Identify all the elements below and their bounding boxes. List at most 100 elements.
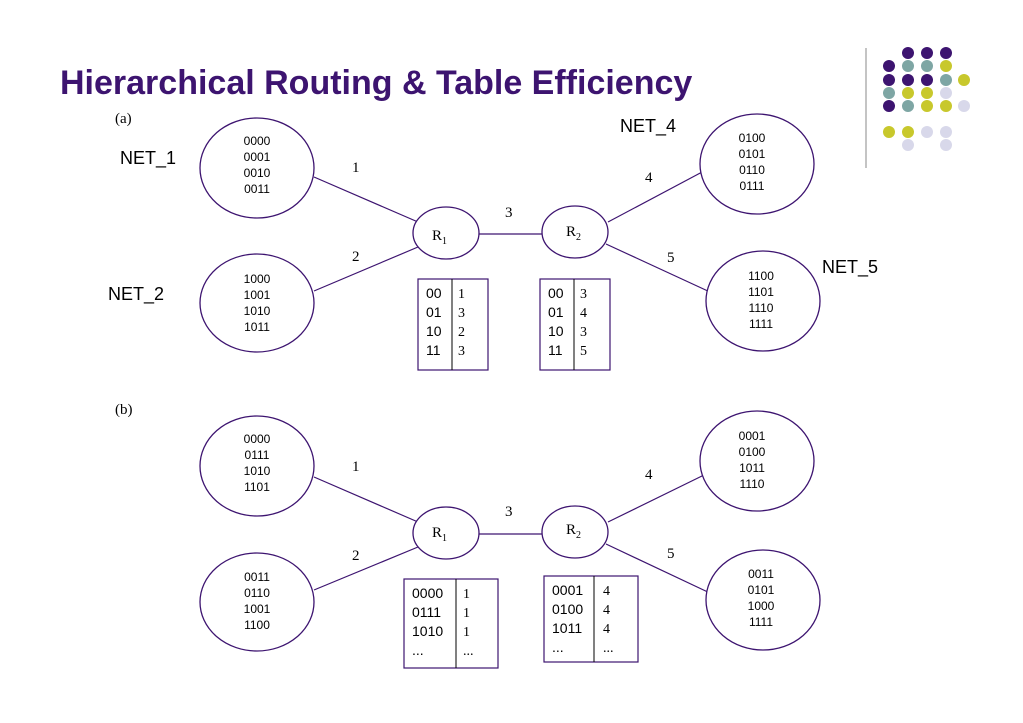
decorative-dot xyxy=(902,60,914,72)
table-dest: 01 xyxy=(548,304,564,320)
panel-a-net5-node xyxy=(705,250,821,352)
panel-b-link-3-label: 3 xyxy=(505,504,513,520)
address: 1100 xyxy=(748,269,774,283)
table-dest: 00 xyxy=(548,285,564,301)
table-dest: 0100 xyxy=(552,601,583,617)
address: 0100 xyxy=(739,131,766,145)
panel-b-routing-table-r2: 0001 4 0100 4 1011 4 ... ... xyxy=(543,575,639,663)
panel-a-router-1 xyxy=(412,206,480,260)
panel-b-link-4 xyxy=(607,474,705,523)
decorative-dot xyxy=(940,126,952,138)
panel-a-net1-node xyxy=(199,117,315,219)
panel-b-link-4-label: 4 xyxy=(645,467,653,483)
decorative-dot xyxy=(902,126,914,138)
decorative-dot xyxy=(902,47,914,59)
address: 1010 xyxy=(244,464,271,478)
decorative-dot xyxy=(883,74,895,86)
table-dest: 0001 xyxy=(552,582,583,598)
decorative-dot xyxy=(940,100,952,112)
table-dest: ... xyxy=(552,639,564,655)
table-port: 2 xyxy=(458,325,465,340)
panel-b-net4-node xyxy=(699,410,815,512)
table-port: 1 xyxy=(458,287,465,302)
panel-b-link-5-label: 5 xyxy=(667,546,675,562)
panel-b-router-1 xyxy=(412,506,480,560)
table-dest: 0111 xyxy=(412,604,441,620)
decorative-dot-grid xyxy=(883,47,970,151)
decorative-dot xyxy=(940,87,952,99)
panel-b-net1-node xyxy=(199,415,315,517)
address: 1110 xyxy=(749,301,774,315)
decorative-dot xyxy=(921,60,933,72)
decorative-dot xyxy=(940,60,952,72)
table-port: 4 xyxy=(603,584,610,599)
address: 1101 xyxy=(748,285,774,299)
address: 0001 xyxy=(739,429,766,443)
decorative-dot xyxy=(921,100,933,112)
table-dest: 0000 xyxy=(412,585,443,601)
panel-a-label: (a) xyxy=(115,111,132,127)
panel-b-link-2 xyxy=(313,546,419,591)
panel-a-link-5 xyxy=(605,243,711,293)
net1-label: NET_1 xyxy=(120,148,176,169)
address: 1011 xyxy=(244,320,270,334)
table-dest: 01 xyxy=(426,304,442,320)
table-port: 3 xyxy=(458,344,465,359)
panel-a-net4-addresses: 0100 0101 0110 0111 xyxy=(739,131,766,193)
table-port: 4 xyxy=(603,622,610,637)
decorative-dot xyxy=(921,47,933,59)
table-dest: 10 xyxy=(548,323,564,339)
decorative-dot xyxy=(958,74,970,86)
panel-a-link-3-label: 3 xyxy=(505,205,513,221)
panel-a-router-2 xyxy=(541,205,609,259)
net2-label: NET_2 xyxy=(108,284,164,305)
panel-a-net5-addresses: 1100 1101 1110 1111 xyxy=(748,269,774,331)
panel-b-link-2-label: 2 xyxy=(352,548,360,564)
panel-a-link-1-label: 1 xyxy=(352,160,360,176)
address: 0000 xyxy=(244,432,271,446)
panel-b-label: (b) xyxy=(115,402,133,418)
address: 0011 xyxy=(244,182,270,196)
table-frame xyxy=(539,278,611,371)
address: 1000 xyxy=(244,272,271,286)
panel-a-routing-table-r2: 00 3 01 4 10 3 11 5 xyxy=(539,278,611,371)
decorative-dot xyxy=(883,60,895,72)
address: 0100 xyxy=(739,445,766,459)
address: 1110 xyxy=(740,477,765,491)
table-port: 1 xyxy=(463,625,470,640)
address: 1111 xyxy=(749,615,773,629)
decorative-dot xyxy=(958,100,970,112)
panel-a-net4-node xyxy=(699,113,815,215)
decorative-dot xyxy=(921,87,933,99)
address: 0001 xyxy=(244,150,271,164)
address: 0111 xyxy=(245,448,270,462)
decorative-dot xyxy=(883,87,895,99)
panel-a-net2-addresses: 1000 1001 1010 1011 xyxy=(244,272,271,334)
net4-label: NET_4 xyxy=(620,116,676,137)
slide-title: Hierarchical Routing & Table Efficiency xyxy=(60,64,692,102)
panel-a-link-2-label: 2 xyxy=(352,249,360,265)
panel-b-net4-addresses: 0001 0100 1011 1110 xyxy=(739,429,766,491)
panel-a-link-2 xyxy=(313,246,419,292)
table-dest: 1011 xyxy=(552,620,582,636)
table-port: 4 xyxy=(580,306,587,321)
decorative-dot xyxy=(902,100,914,112)
decorative-dot xyxy=(940,139,952,151)
table-dest: 11 xyxy=(426,342,441,358)
address: 1011 xyxy=(739,461,765,475)
panel-b-net2-addresses: 0011 0110 1001 1100 xyxy=(244,570,271,632)
address: 1000 xyxy=(748,599,775,613)
table-dest: 00 xyxy=(426,285,442,301)
address: 1111 xyxy=(749,317,773,331)
panel-b-routing-table-r1: 0000 1 0111 1 1010 1 ... ... xyxy=(403,578,499,669)
panel-a-link-1 xyxy=(313,176,419,223)
panel-a-link-4 xyxy=(607,170,705,223)
panel-a-router-1-label: R1 xyxy=(432,228,447,247)
table-port: ... xyxy=(603,641,614,656)
table-dest: 10 xyxy=(426,323,442,339)
address: 0000 xyxy=(244,134,271,148)
panel-b-link-1 xyxy=(313,476,419,523)
table-port: 1 xyxy=(463,587,470,602)
panel-a-link-4-label: 4 xyxy=(645,170,653,186)
address: 0010 xyxy=(244,166,271,180)
